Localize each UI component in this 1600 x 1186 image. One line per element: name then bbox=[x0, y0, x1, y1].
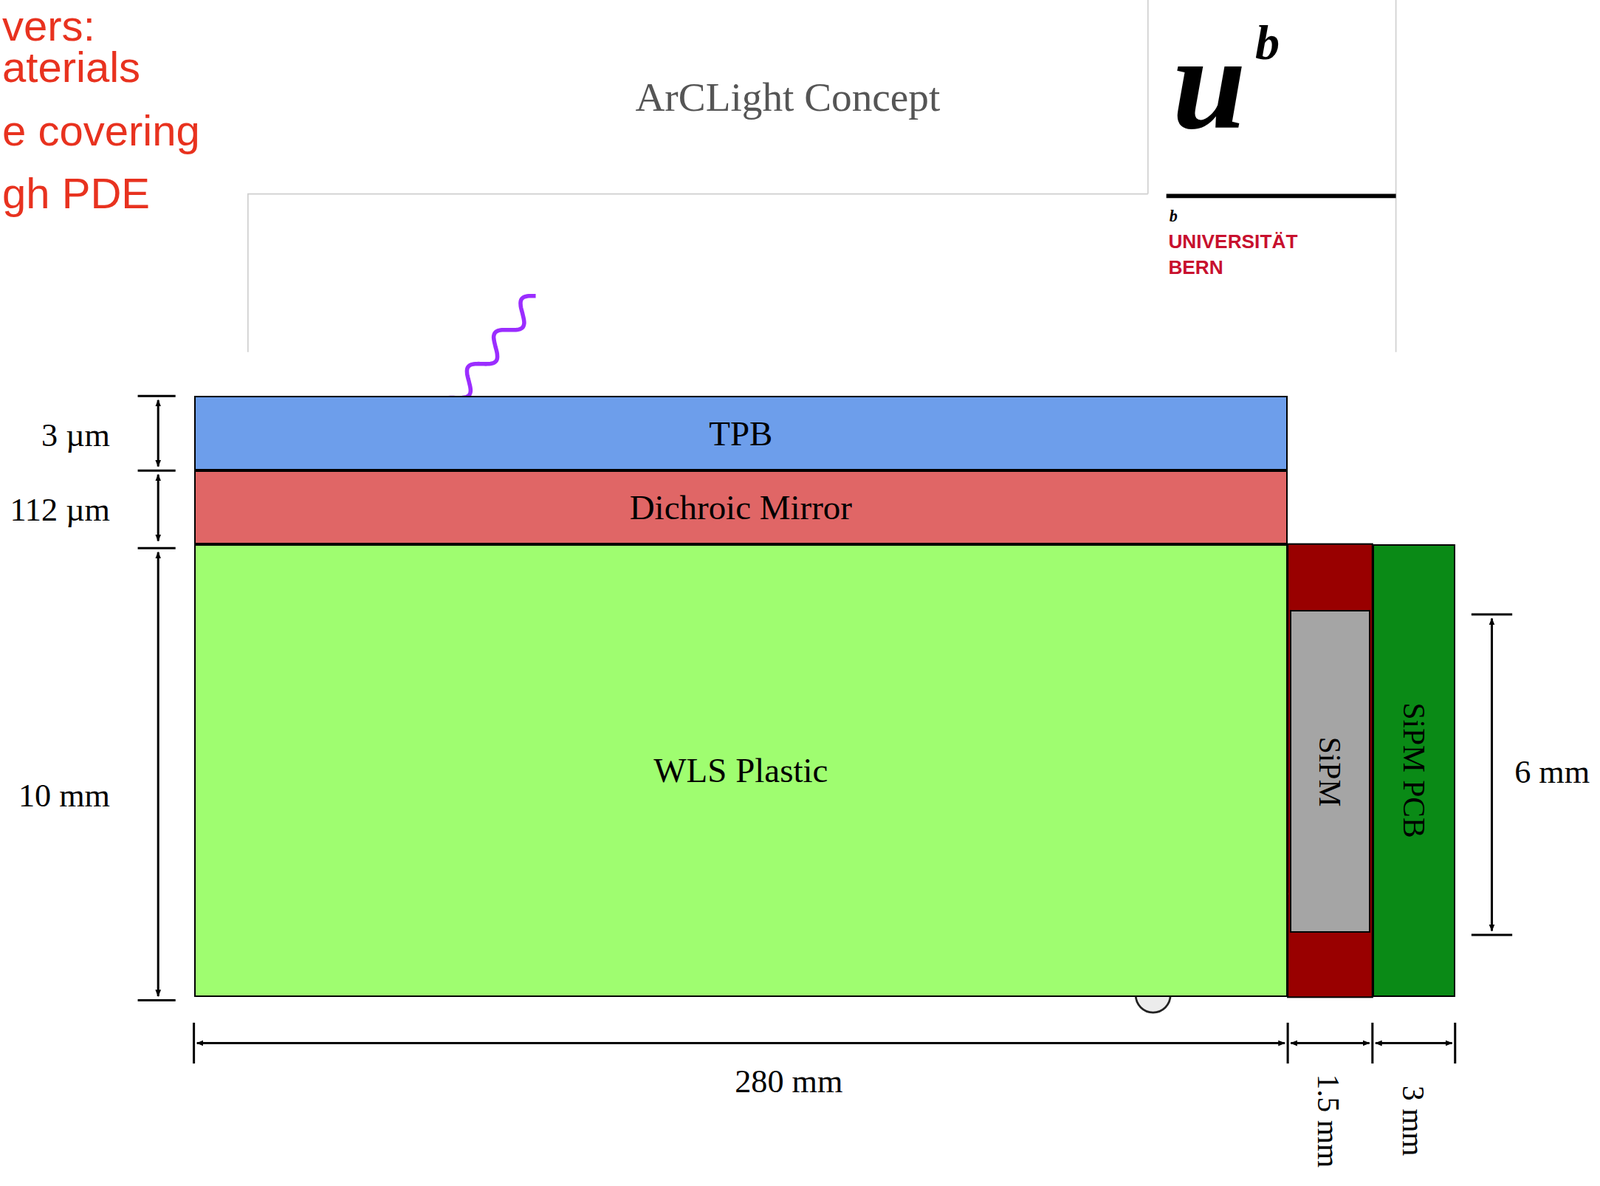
node-label: SiPM bbox=[1312, 736, 1348, 807]
note-text: gh PDE bbox=[2, 169, 150, 219]
node-label: SiPM PCB bbox=[1396, 702, 1432, 839]
node-label: Dichroic Mirror bbox=[629, 487, 853, 528]
node-label: WLS Plastic bbox=[653, 750, 828, 791]
node-label: TPB bbox=[708, 413, 773, 454]
sipm-frame bbox=[1287, 544, 1373, 998]
dimension-label: 10 mm bbox=[16, 777, 113, 816]
logo-rule bbox=[1166, 194, 1397, 199]
logo-text: b bbox=[1255, 14, 1280, 71]
logo-text: UNIVERSITÄT bbox=[1168, 230, 1298, 253]
title: ArCLight Concept bbox=[634, 73, 940, 122]
dimension-label: 3 µm bbox=[39, 417, 113, 455]
tpb-layer: TPB bbox=[194, 395, 1289, 471]
logo-text: BERN bbox=[1168, 256, 1223, 279]
sipm: SiPM bbox=[1289, 609, 1371, 933]
dimension-label: 3 mm bbox=[1394, 1083, 1431, 1159]
logo-text: u bbox=[1172, 16, 1247, 150]
dimension-label: 1.5 mm bbox=[1309, 1071, 1346, 1170]
sipm-pcb: SiPM PCB bbox=[1372, 544, 1456, 998]
dimension-label: 280 mm bbox=[732, 1063, 845, 1101]
note-text: e covering bbox=[2, 106, 201, 156]
logo-text: b bbox=[1169, 206, 1178, 226]
dimension-lines bbox=[138, 395, 1513, 1064]
dimension-label: 112 µm bbox=[7, 491, 113, 530]
panel-lines bbox=[248, 0, 1397, 353]
note-text: aterials bbox=[2, 42, 141, 93]
dichroic-mirror: Dichroic Mirror bbox=[194, 470, 1289, 545]
dimension-label: 6 mm bbox=[1512, 753, 1592, 792]
wls-plastic: WLS Plastic bbox=[194, 544, 1289, 998]
